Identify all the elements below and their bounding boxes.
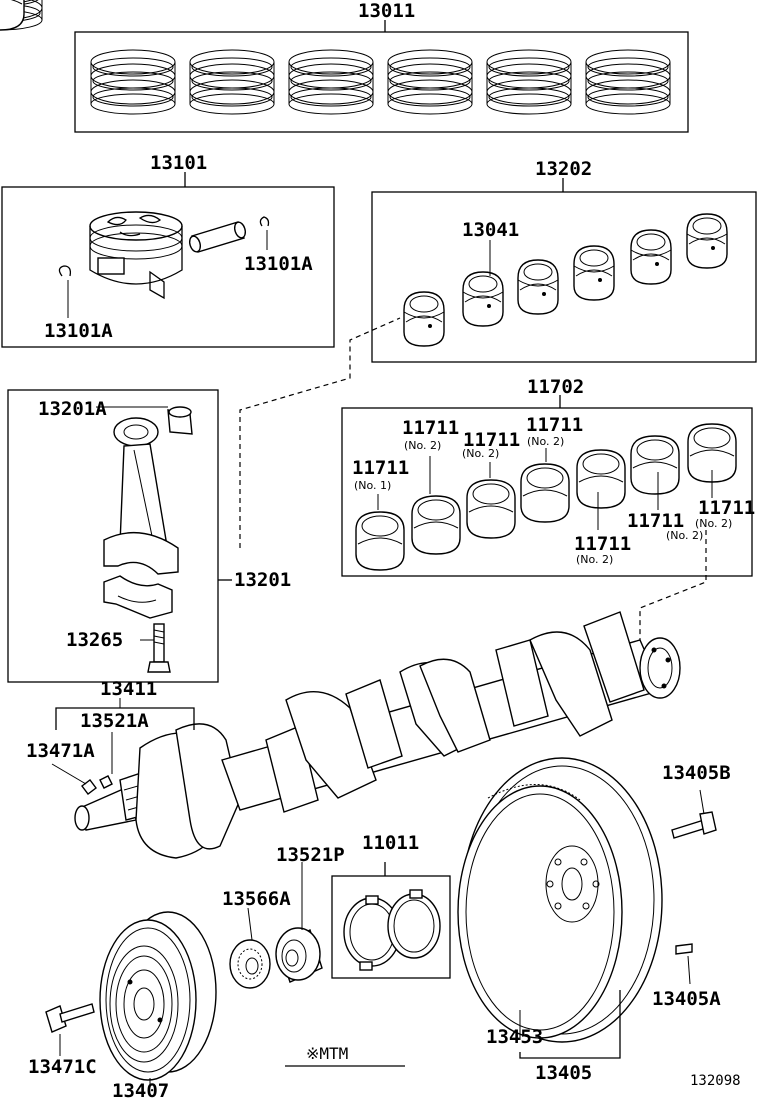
part-label-11711-g: 11711 bbox=[698, 497, 756, 519]
part-label-13566a: 13566A bbox=[222, 888, 291, 910]
thrust-washer-left-icon bbox=[343, 895, 401, 971]
part-label-11711-c: 11711 bbox=[526, 414, 584, 436]
main-bearing-2 bbox=[411, 495, 461, 555]
main-bearing-1 bbox=[355, 511, 405, 571]
part-label-11011: 11011 bbox=[362, 832, 420, 854]
note-mtm: ※MTM bbox=[306, 1044, 349, 1063]
crankshaft-pulley-icon bbox=[99, 911, 217, 1081]
main-bearing-6 bbox=[630, 435, 680, 495]
figure-number: 132098 bbox=[690, 1073, 741, 1089]
sublabel-no2-d: (No. 2) bbox=[695, 517, 733, 530]
drive-plate-bolt-icon bbox=[671, 811, 717, 839]
conrod-cap-icon bbox=[103, 575, 173, 619]
part-label-13405b: 13405B bbox=[662, 762, 731, 784]
piston-pin-icon bbox=[188, 221, 247, 253]
conrod-bearing-5 bbox=[630, 229, 672, 285]
sublabel-no2-a: (No. 2) bbox=[404, 439, 442, 452]
part-label-11711-e: 11711 bbox=[627, 510, 685, 532]
part-label-13101a-right: 13101A bbox=[244, 253, 313, 275]
part-label-13201: 13201 bbox=[234, 569, 292, 591]
main-bearing-3 bbox=[466, 479, 516, 539]
piston-ring-6 bbox=[585, 49, 671, 115]
part-label-11711-a: 11711 bbox=[402, 417, 460, 439]
part-label-11711-f: 11711 bbox=[574, 533, 632, 555]
piston-ring-3 bbox=[288, 49, 374, 115]
knock-pin-icon bbox=[675, 943, 693, 955]
part-label-13471a: 13471A bbox=[26, 740, 95, 762]
part-label-13411: 13411 bbox=[100, 678, 158, 700]
main-bearing-5 bbox=[576, 449, 626, 509]
sublabel-no2-e: (No. 2) bbox=[666, 529, 704, 542]
part-label-13201a: 13201A bbox=[38, 398, 107, 420]
piston-ring-set-group bbox=[0, 0, 689, 133]
part-label-13202: 13202 bbox=[535, 158, 593, 180]
connecting-rod-icon bbox=[103, 417, 179, 575]
snap-ring-right-icon bbox=[259, 216, 270, 227]
conrod-bearing-4 bbox=[573, 245, 615, 301]
conrod-bearing-6 bbox=[686, 213, 728, 269]
crankshaft-icon bbox=[74, 611, 681, 859]
conrod-bearing-2 bbox=[462, 271, 504, 327]
part-label-13405: 13405 bbox=[535, 1062, 593, 1084]
part-label-13405a: 13405A bbox=[652, 988, 721, 1010]
conrod-bushing-icon bbox=[167, 406, 193, 435]
conrod-bolt-icon bbox=[147, 623, 171, 673]
part-label-11711-d: 11711 bbox=[352, 457, 410, 479]
piston-group bbox=[1, 172, 335, 348]
conrod-bearing-3 bbox=[517, 259, 559, 315]
main-bearing-group bbox=[0, 0, 753, 577]
piston-icon bbox=[89, 211, 183, 300]
part-label-13453: 13453 bbox=[486, 1026, 544, 1048]
part-label-13101a-left: 13101A bbox=[44, 320, 113, 342]
part-label-13407: 13407 bbox=[112, 1080, 170, 1102]
snap-ring-left-icon bbox=[58, 265, 72, 277]
crankshaft-position-plate-icon bbox=[229, 939, 271, 989]
part-label-13011: 13011 bbox=[358, 0, 416, 22]
piston-ring-5 bbox=[486, 49, 572, 115]
sublabel-no2-b: (No. 2) bbox=[462, 447, 500, 460]
drive-plate-icon bbox=[457, 757, 663, 1043]
conrod-bearing-1 bbox=[403, 291, 445, 347]
part-label-11702: 11702 bbox=[527, 376, 585, 398]
sublabel-no1: (No. 1) bbox=[354, 479, 392, 492]
piston-ring-1 bbox=[90, 49, 176, 115]
part-label-13471c: 13471C bbox=[28, 1056, 97, 1078]
oil-seal-group bbox=[331, 862, 451, 979]
crankshaft-timing-gear-icon bbox=[275, 927, 323, 983]
sublabel-no2-f: (No. 2) bbox=[576, 553, 614, 566]
main-bearing-4 bbox=[520, 463, 570, 523]
part-label-13101: 13101 bbox=[150, 152, 208, 174]
connecting-rod-group bbox=[7, 389, 232, 683]
piston-ring-4 bbox=[387, 49, 473, 115]
part-label-11711-b: 11711 bbox=[463, 429, 521, 451]
thrust-washer-right-icon bbox=[387, 889, 441, 959]
part-label-13521p: 13521P bbox=[276, 844, 345, 866]
piston-ring-2 bbox=[189, 49, 275, 115]
part-label-13521a: 13521A bbox=[80, 710, 149, 732]
part-label-13041: 13041 bbox=[462, 219, 520, 241]
pulley-bolt-icon bbox=[45, 1003, 95, 1033]
part-label-13265: 13265 bbox=[66, 629, 124, 651]
connecting-rod-bearing-group bbox=[0, 0, 757, 363]
sublabel-no2-c: (No. 2) bbox=[527, 435, 565, 448]
